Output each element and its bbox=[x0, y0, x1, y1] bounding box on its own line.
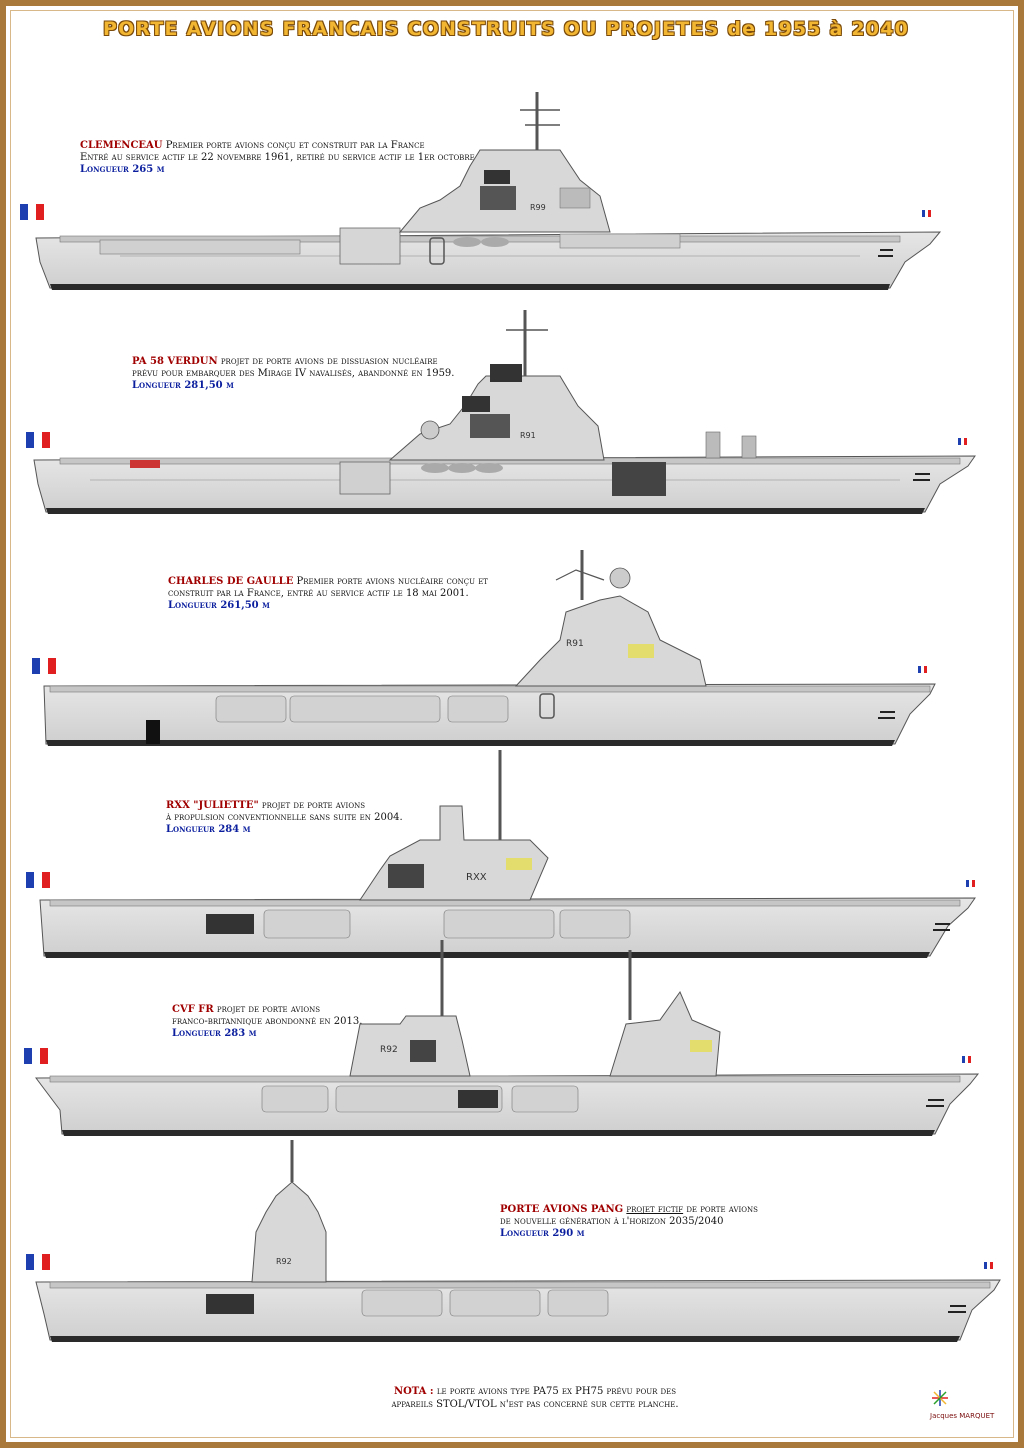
caption-rxx-juliette: RXX "JULIETTE" projet de porte avions à … bbox=[166, 800, 403, 836]
ship-line1: Premier porte avions nucléaire conçu et bbox=[296, 576, 488, 587]
signature-star-icon bbox=[932, 1390, 948, 1406]
ship-charles-de-gaulle: R91 bbox=[32, 550, 936, 746]
ship-length: Longueur 284 m bbox=[166, 824, 251, 835]
ship-name: CHARLES DE GAULLE bbox=[168, 576, 294, 587]
french-flag-icon bbox=[24, 1048, 48, 1064]
hull-number: R91 bbox=[566, 639, 584, 649]
author-signature: Jacques MARQUET bbox=[930, 1412, 995, 1420]
ship-line2: construit par la France, entré au servic… bbox=[168, 588, 469, 599]
ship-line1-underlined: projet fictif bbox=[626, 1204, 684, 1215]
ship-line1: projet de porte avions bbox=[216, 1004, 321, 1015]
ship-line2: franco-britannique abondonné en 2013. bbox=[172, 1016, 363, 1027]
hull-number: R91 bbox=[520, 431, 536, 440]
ship-clemenceau: R99 bbox=[20, 92, 942, 290]
ship-line2: prévu pour embarquer des Mirage IV naval… bbox=[132, 368, 455, 379]
ship-length: Longueur 283 m bbox=[172, 1028, 257, 1039]
ship-rxx-juliette: RXX bbox=[26, 750, 976, 958]
ship-line2: Entré au service actif le 22 novembre 19… bbox=[80, 152, 507, 163]
ship-line1: de porte avions bbox=[686, 1204, 758, 1215]
caption-pang: PORTE AVIONS PANG projet fictif de porte… bbox=[500, 1204, 758, 1240]
nota-note: NOTA : le porte avions type PA75 ex PH75… bbox=[360, 1385, 710, 1411]
french-flag-icon bbox=[918, 666, 927, 673]
caption-charles-de-gaulle: CHARLES DE GAULLE Premier porte avions n… bbox=[168, 576, 488, 612]
ship-length: Longueur 281,50 m bbox=[132, 380, 234, 391]
french-flag-icon bbox=[26, 432, 50, 448]
french-flag-icon bbox=[26, 1254, 50, 1270]
nota-line2: appareils STOL/VTOL n'est pas concerné s… bbox=[391, 1399, 679, 1410]
hull-number: RXX bbox=[466, 872, 487, 883]
caption-verdun: PA 58 VERDUN projet de porte avions de d… bbox=[132, 356, 454, 392]
ship-line2: à propulsion conventionnelle sans suite … bbox=[166, 812, 403, 823]
french-flag-icon bbox=[958, 438, 967, 445]
ship-pang: R92 bbox=[26, 1140, 1001, 1342]
french-flag-icon bbox=[26, 872, 50, 888]
caption-cvf-fr: CVF FR projet de porte avions franco-bri… bbox=[172, 1004, 362, 1040]
ship-name: CVF FR bbox=[172, 1004, 214, 1015]
french-flag-icon bbox=[962, 1056, 971, 1063]
hull-number: R92 bbox=[380, 1045, 398, 1055]
nota-label: NOTA : bbox=[393, 1386, 434, 1397]
french-flag-icon bbox=[922, 210, 931, 217]
ship-verdun: R91 bbox=[26, 310, 976, 514]
french-flag-icon bbox=[966, 880, 975, 887]
ship-name: PA 58 VERDUN bbox=[132, 356, 218, 367]
ship-length: Longueur 261,50 m bbox=[168, 600, 270, 611]
ship-length: Longueur 265 m bbox=[80, 164, 165, 175]
hull-number: R99 bbox=[530, 203, 546, 212]
ship-line1: projet de porte avions bbox=[261, 800, 365, 811]
ship-cvf-fr: R92 bbox=[24, 940, 980, 1136]
poster-frame-inner bbox=[10, 10, 1014, 1438]
ship-name: PORTE AVIONS PANG bbox=[500, 1204, 624, 1215]
french-flag-icon bbox=[20, 204, 44, 220]
french-flag-icon bbox=[32, 658, 56, 674]
french-flag-icon bbox=[984, 1262, 993, 1269]
caption-clemenceau: CLEMENCEAU Premier porte avions conçu et… bbox=[80, 140, 507, 176]
ship-line1: Premier porte avions conçu et construit … bbox=[165, 140, 425, 151]
ship-name: RXX "JULIETTE" bbox=[166, 800, 259, 811]
ship-line1: projet de porte avions de dissuasion nuc… bbox=[220, 356, 438, 367]
nota-line1: le porte avions type PA75 ex PH75 prévu … bbox=[436, 1386, 677, 1397]
ship-line2: de nouvelle génération à l'horizon 2035/… bbox=[500, 1216, 724, 1227]
hull-number: R92 bbox=[276, 1257, 292, 1266]
poster-title: PORTE AVIONS FRANCAIS CONSTRUITS OU PROJ… bbox=[102, 18, 910, 40]
ship-name: CLEMENCEAU bbox=[80, 140, 163, 151]
ship-length: Longueur 290 m bbox=[500, 1228, 585, 1239]
